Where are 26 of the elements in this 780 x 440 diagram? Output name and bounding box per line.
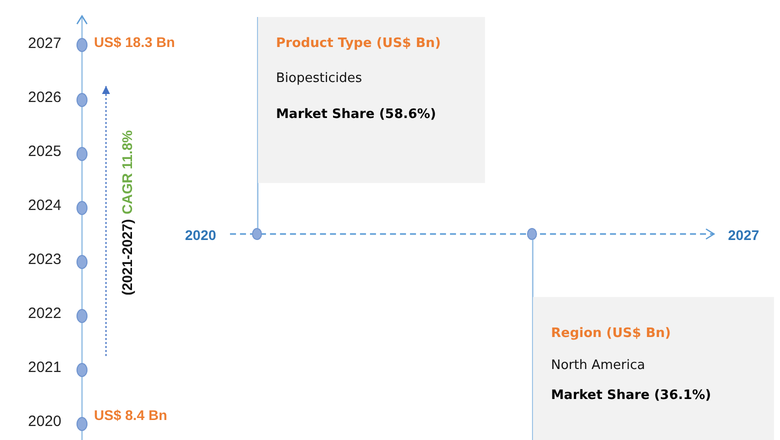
end-year-label: 2027 xyxy=(728,228,760,242)
value-label: US$ 8.4 Bn xyxy=(94,408,168,422)
info-panel xyxy=(532,297,774,440)
year-label: 2020 xyxy=(28,414,62,429)
panel-value: Biopesticides xyxy=(276,72,362,85)
panel-value: North America xyxy=(551,359,646,372)
year-label: 2021 xyxy=(28,360,62,375)
connector-line xyxy=(532,240,534,297)
info-panel xyxy=(257,17,485,183)
value-label: US$ 18.3 Bn xyxy=(94,35,175,49)
growth-rate-label: CAGR 11.8% xyxy=(120,130,134,214)
year-label: 2022 xyxy=(28,306,62,321)
year-label: 2027 xyxy=(28,36,62,51)
start-year-label: 2020 xyxy=(185,228,216,242)
year-label: 2023 xyxy=(28,252,62,267)
year-label: 2025 xyxy=(28,144,62,159)
panel-heading: Product Type (US$ Bn) xyxy=(276,37,441,50)
period-label: (2021-2027) xyxy=(120,219,134,296)
market-share-text: Market Share (36.1%) xyxy=(551,389,712,402)
panel-heading: Region (US$ Bn) xyxy=(551,327,671,340)
timeline-marker xyxy=(252,228,262,240)
year-label: 2024 xyxy=(28,198,62,213)
timeline-marker xyxy=(527,228,537,240)
year-label: 2026 xyxy=(28,90,62,105)
connector-line xyxy=(257,183,258,228)
market-share-text: Market Share (58.6%) xyxy=(276,108,436,121)
